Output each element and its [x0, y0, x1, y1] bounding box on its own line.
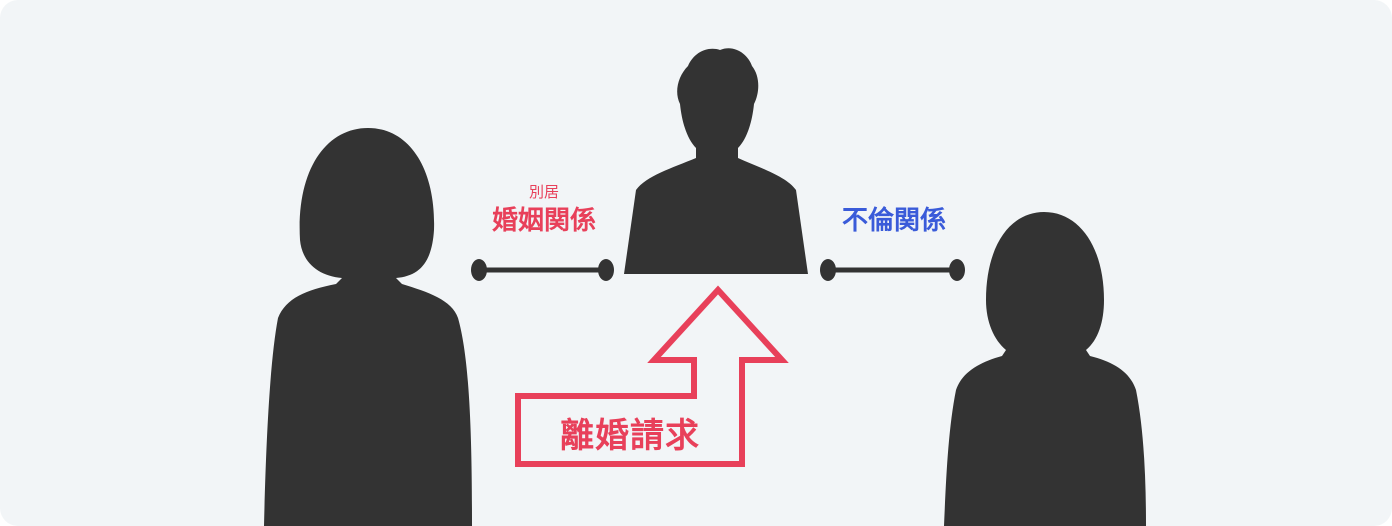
divorce-claim-arrow: [515, 285, 789, 467]
affair-label: 不倫関係: [841, 206, 946, 236]
separation-label: 別居: [528, 183, 559, 201]
husband-silhouette: [624, 48, 808, 274]
divorce-claim-label: 離婚請求: [560, 416, 700, 456]
marriage-connector: [471, 259, 614, 281]
wife-silhouette: [264, 128, 472, 526]
partner-silhouette: [944, 212, 1146, 526]
marriage-label: 婚姻関係: [491, 206, 596, 236]
affair-connector: [820, 259, 965, 281]
